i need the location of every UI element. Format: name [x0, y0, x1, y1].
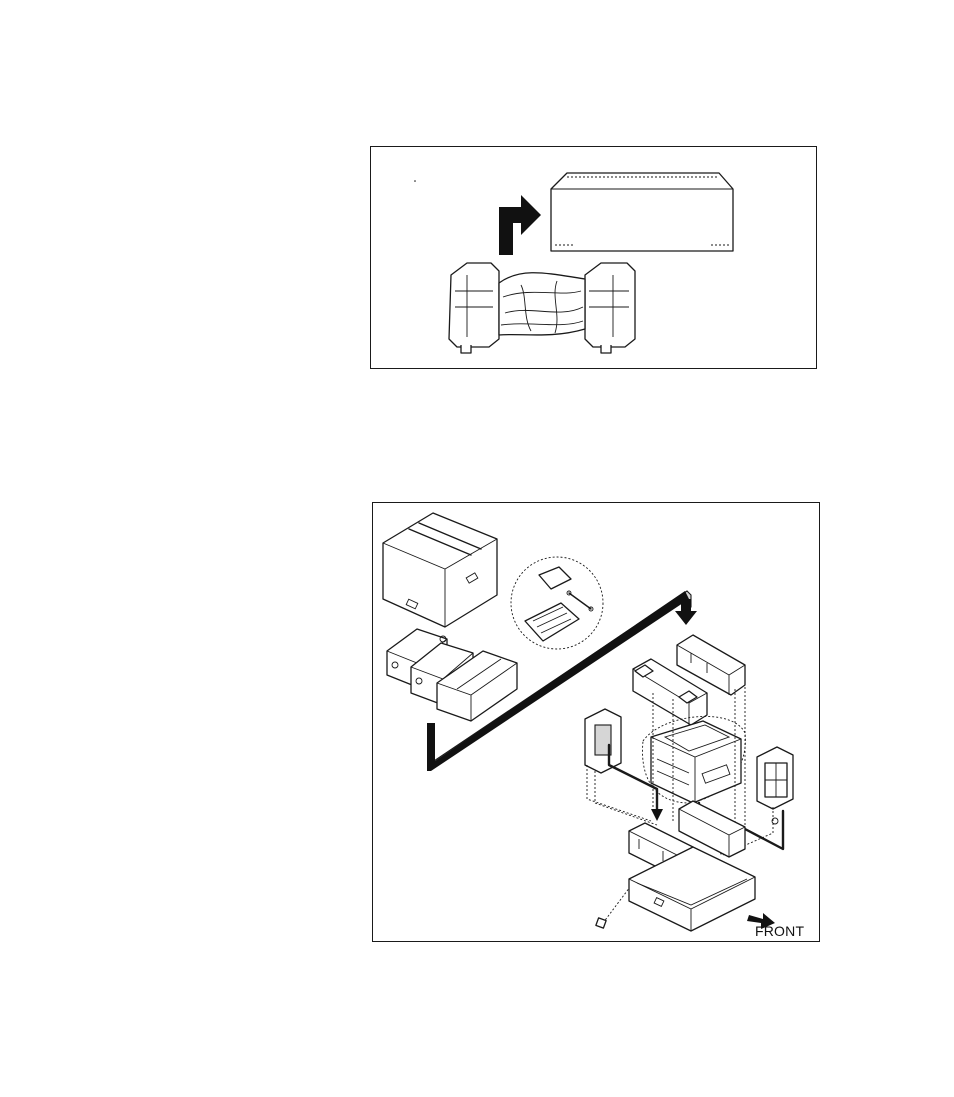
side-panel-right — [757, 747, 793, 809]
unwrap-step-figure — [370, 146, 817, 369]
bent-arrow-icon — [499, 195, 541, 255]
carton-tray — [551, 173, 733, 251]
unwrap-illustration — [371, 147, 818, 370]
side-panel-left — [585, 709, 621, 773]
accessory-cartons — [387, 629, 517, 721]
front-label: FRONT — [755, 923, 804, 939]
shipping-box — [383, 513, 497, 627]
accessories-detail — [511, 557, 603, 649]
packing-assembly-figure: FRONT — [372, 502, 820, 942]
small-part — [596, 918, 606, 928]
wrapped-printer — [449, 263, 635, 353]
packing-illustration — [373, 503, 821, 943]
